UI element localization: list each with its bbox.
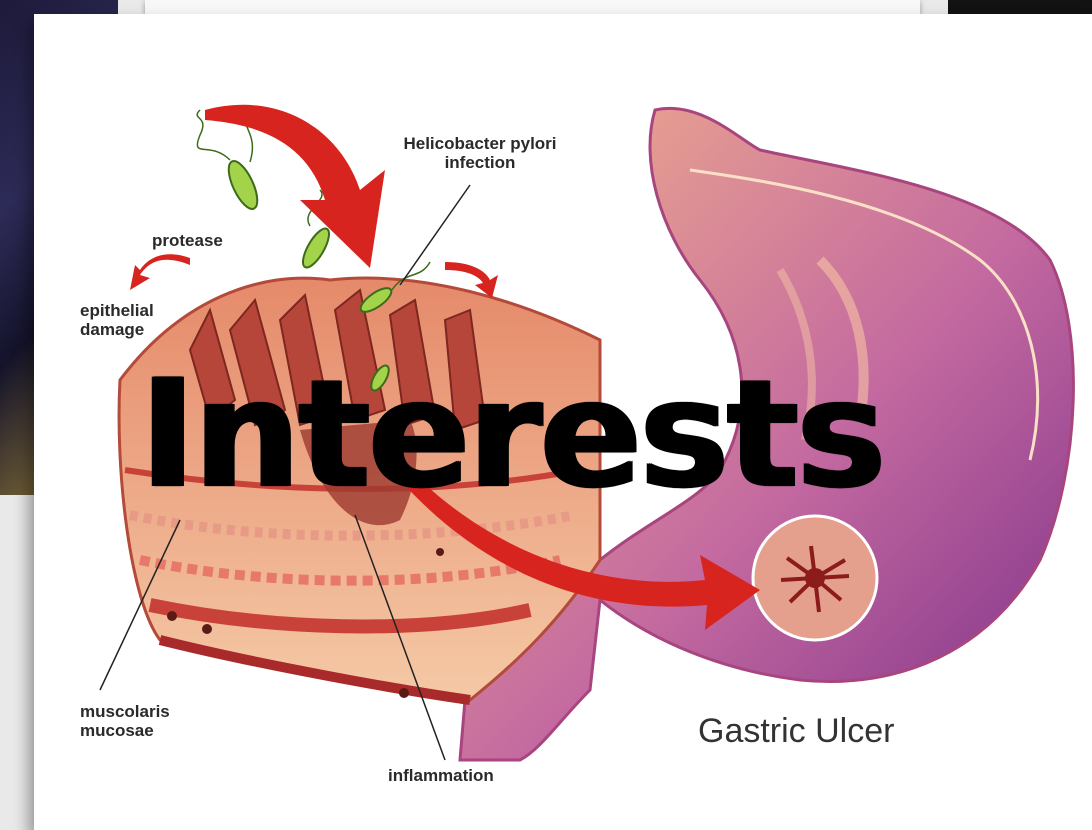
- label-inflammation: inflammation: [388, 767, 494, 786]
- label-epithelial-damage: epithelial damage: [80, 302, 154, 339]
- caption-gastric-ulcer: Gastric Ulcer: [698, 712, 894, 751]
- protease-arrow-left: [130, 254, 190, 290]
- label-muscolaris-mucosae: muscolaris mucosae: [80, 703, 170, 740]
- label-protease: protease: [152, 232, 223, 251]
- slide-title: Interests: [140, 360, 1020, 510]
- label-helicobacter: Helicobacter pylori infection: [395, 135, 565, 172]
